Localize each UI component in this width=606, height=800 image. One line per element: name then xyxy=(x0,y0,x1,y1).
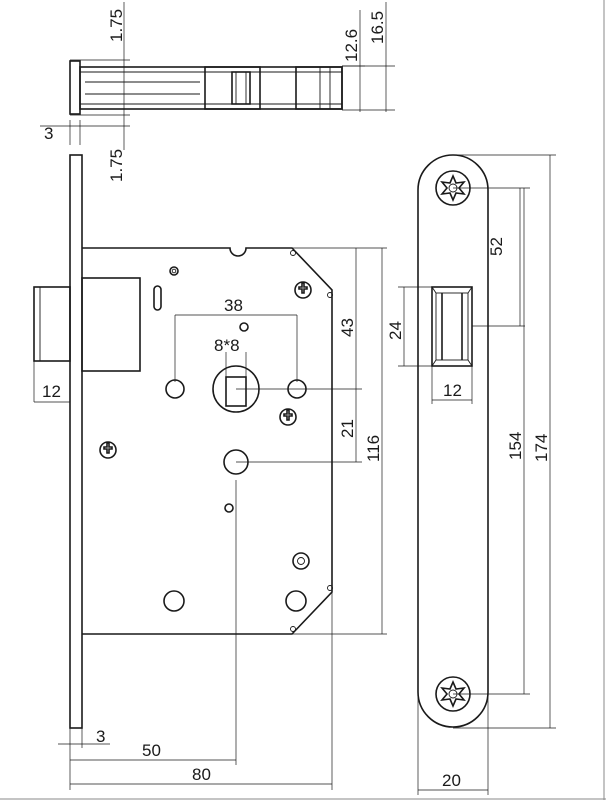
screw-top-right xyxy=(294,281,312,299)
screw-middle-right xyxy=(279,408,297,426)
strike-plate-dimensions: 52 24 12 154 174 20 xyxy=(386,154,556,795)
front-view xyxy=(33,154,333,729)
top-view-dimensions: 1.75 3 1.75 12.6 16.5 xyxy=(40,2,395,182)
dim-bottom-3: 3 xyxy=(96,727,105,746)
dim-spindle-8x8: 8*8 xyxy=(214,336,240,355)
dim-top-1-75-lower: 1.75 xyxy=(107,149,126,182)
top-view xyxy=(69,60,343,115)
dim-latch-12: 12 xyxy=(42,382,61,401)
dim-spindle-38: 38 xyxy=(224,296,243,315)
dim-strike-154: 154 xyxy=(506,432,525,460)
dim-top-1-75-upper: 1.75 xyxy=(107,9,126,42)
dim-width-80: 80 xyxy=(192,765,211,784)
dim-strike-12: 12 xyxy=(443,381,462,400)
dim-strike-24: 24 xyxy=(386,321,405,340)
dim-backset-50: 50 xyxy=(142,741,161,760)
dim-top-3: 3 xyxy=(44,124,53,143)
dim-strike-52: 52 xyxy=(487,237,506,256)
strike-plate-view xyxy=(417,154,489,728)
dim-height-116: 116 xyxy=(364,435,383,462)
dim-strike-174: 174 xyxy=(532,434,551,462)
dim-top-16-5: 16.5 xyxy=(368,11,387,44)
dim-height-21: 21 xyxy=(338,419,357,438)
front-view-dimensions: 38 8*8 43 21 116 12 3 50 xyxy=(33,247,387,790)
screw-left xyxy=(99,441,117,459)
dim-top-12-6: 12.6 xyxy=(342,29,361,62)
dim-strike-20: 20 xyxy=(442,771,461,790)
dim-height-43: 43 xyxy=(338,318,357,337)
